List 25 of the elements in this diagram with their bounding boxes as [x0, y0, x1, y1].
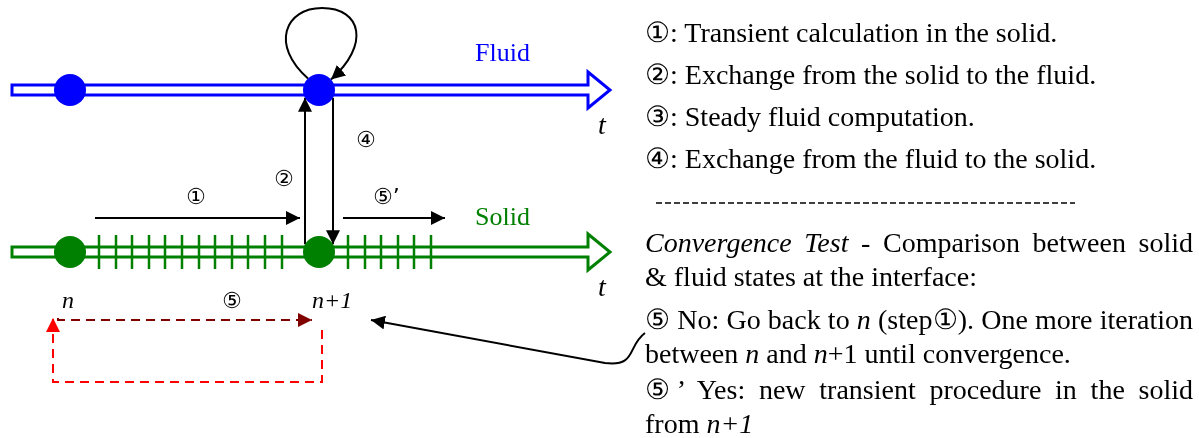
fluid-time-point — [303, 74, 335, 106]
convergence-no-text: ⑤ No: Go back to n (step①). One more iteration between n and n+1 until convergence. — [645, 303, 1193, 371]
loop-arrow — [284, 7, 358, 81]
solid-time-point — [54, 236, 86, 268]
dashed-arrow — [57, 313, 313, 327]
fluid-time-point — [54, 74, 86, 106]
step-description: ③: Steady fluid computation. — [645, 100, 975, 134]
solid-time-point — [303, 236, 335, 268]
convergence-yes-text: ⑤’ Yes: new transient procedure in the solid from n+1 — [645, 373, 1193, 438]
axis-label: t — [598, 270, 606, 303]
arrow — [326, 96, 340, 246]
arrow — [370, 315, 646, 365]
axis-title: Fluid — [475, 37, 530, 69]
step-description: ④: Exchange from the fluid to the solid. — [645, 142, 1097, 176]
time-step-label: n+1 — [312, 286, 370, 330]
axis-label: t — [598, 108, 606, 141]
convergence-test-text: Convergence Test - Comparison between solid & fluid states at the interface: — [645, 226, 1193, 294]
step-number: ① — [186, 183, 206, 211]
step-number: ⑤’ — [373, 183, 400, 211]
step-description: ②: Exchange from the solid to the fluid. — [645, 58, 1097, 92]
axis-title: Solid — [475, 201, 530, 233]
dashed-arrow — [46, 317, 323, 383]
step-description: ①: Transient calculation in the solid. — [645, 16, 1058, 50]
time-step-label: n — [50, 286, 95, 318]
arrow — [298, 96, 312, 246]
